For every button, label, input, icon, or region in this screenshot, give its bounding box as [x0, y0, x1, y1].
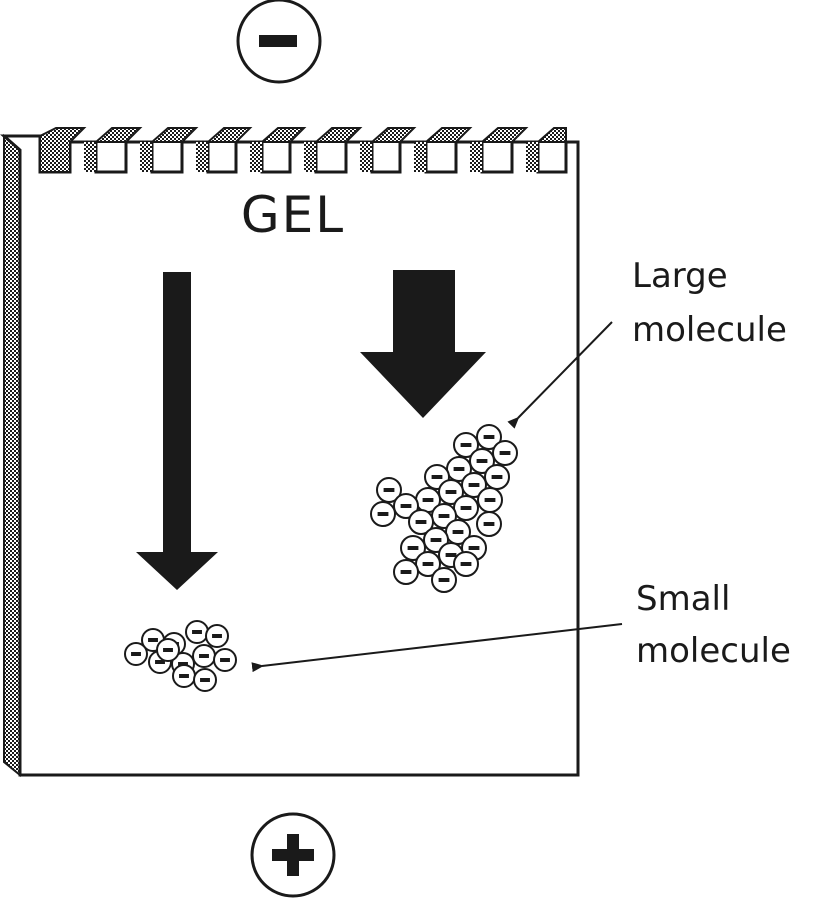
charged-molecule-unit	[492, 440, 518, 466]
negative-charge-icon	[453, 467, 465, 471]
negative-charge-icon	[415, 520, 427, 524]
negative-charge-icon	[484, 498, 496, 502]
charged-molecule-unit	[393, 493, 419, 519]
charged-molecule-unit	[408, 509, 434, 535]
negative-charge-icon	[383, 488, 395, 492]
negative-charge-icon	[422, 498, 434, 502]
small-molecule-label-line2: molecule	[636, 631, 791, 671]
negative-charge-icon	[438, 514, 450, 518]
negative-electrode	[236, 0, 322, 84]
charged-molecule-unit	[156, 638, 180, 662]
negative-charge-icon	[179, 674, 189, 678]
negative-charge-icon	[460, 506, 472, 510]
negative-charge-icon	[430, 538, 442, 542]
charged-molecule-unit	[172, 664, 196, 688]
small-molecule-cluster	[124, 620, 237, 692]
negative-charge-icon	[476, 459, 488, 463]
charged-molecule-unit	[192, 644, 216, 668]
gel-title: GEL	[241, 186, 345, 244]
negative-charge-icon	[400, 570, 412, 574]
negative-charge-icon	[220, 658, 230, 662]
negative-charge-icon	[155, 660, 165, 664]
large-molecule-pointer	[507, 321, 613, 429]
positive-electrode	[250, 812, 336, 898]
small-molecule-pointer	[251, 623, 623, 673]
charged-molecule-unit	[370, 501, 396, 527]
charged-molecule-unit	[124, 642, 148, 666]
negative-charge-icon	[445, 553, 457, 557]
charged-molecule-unit	[453, 432, 479, 458]
charged-molecule-unit	[376, 477, 402, 503]
negative-charge-icon	[212, 634, 222, 638]
charged-molecule-unit	[431, 567, 457, 593]
charged-molecule-unit	[393, 559, 419, 585]
minus-symbol-icon	[259, 35, 297, 47]
negative-charge-icon	[148, 638, 158, 642]
negative-charge-icon	[431, 475, 443, 479]
large-molecule-label-line2: molecule	[632, 310, 787, 350]
negative-charge-icon	[400, 504, 412, 508]
charged-molecule-unit	[469, 448, 495, 474]
negative-charge-icon	[483, 522, 495, 526]
negative-charge-icon	[422, 562, 434, 566]
negative-charge-icon	[452, 530, 464, 534]
negative-charge-icon	[445, 490, 457, 494]
charged-molecule-unit	[213, 648, 237, 672]
charged-molecule-unit	[476, 511, 502, 537]
charged-molecule-unit	[193, 668, 217, 692]
large-molecule-label-line1: Large	[632, 256, 728, 296]
negative-charge-icon	[460, 562, 472, 566]
negative-charge-icon	[178, 662, 188, 666]
negative-charge-icon	[438, 578, 450, 582]
negative-charge-icon	[377, 512, 389, 516]
negative-charge-icon	[199, 654, 209, 658]
negative-charge-icon	[460, 443, 472, 447]
negative-charge-icon	[163, 648, 173, 652]
gel-side-edge	[3, 133, 21, 778]
charged-molecule-unit	[438, 479, 464, 505]
charged-molecule-unit	[185, 620, 209, 644]
negative-charge-icon	[407, 546, 419, 550]
negative-charge-icon	[499, 451, 511, 455]
negative-charge-icon	[192, 630, 202, 634]
plus-symbol-icon	[272, 834, 314, 876]
negative-charge-icon	[483, 435, 495, 439]
large-molecule-migration-arrow	[360, 270, 486, 418]
negative-charge-icon	[200, 678, 210, 682]
large-molecule-cluster	[370, 424, 518, 593]
small-molecule-migration-arrow	[136, 272, 218, 590]
charged-molecule-unit	[484, 464, 510, 490]
charged-molecule-unit	[453, 495, 479, 521]
negative-charge-icon	[468, 546, 480, 550]
charged-molecule-unit	[476, 424, 502, 450]
small-molecule-label-line1: Small	[636, 579, 730, 619]
negative-charge-icon	[468, 483, 480, 487]
charged-molecule-unit	[400, 535, 426, 561]
charged-molecule-unit	[205, 624, 229, 648]
charged-molecule-unit	[477, 487, 503, 513]
negative-charge-icon	[131, 652, 141, 656]
negative-charge-icon	[491, 475, 503, 479]
charged-molecule-unit	[461, 472, 487, 498]
charged-molecule-unit	[453, 551, 479, 577]
gel-wells	[39, 127, 567, 173]
